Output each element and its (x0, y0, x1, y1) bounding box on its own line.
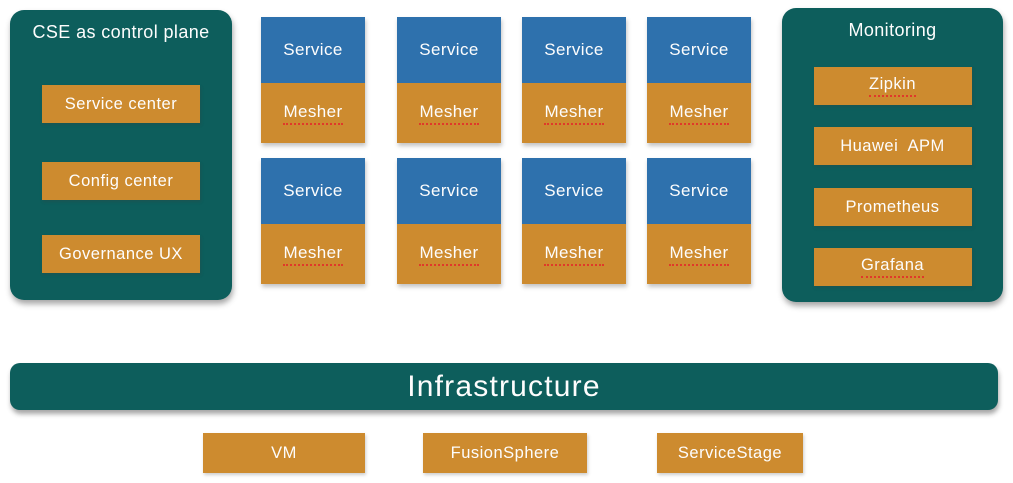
mesher-box: Mesher (261, 224, 365, 284)
service-mesher-stack: Service Mesher (647, 158, 751, 284)
mesher-box: Mesher (522, 224, 626, 284)
control-plane-panel: CSE as control plane Service center Conf… (10, 10, 232, 300)
mesher-label: Mesher (544, 102, 604, 125)
zipkin-box: Zipkin (813, 67, 972, 105)
service-label: Service (283, 181, 343, 200)
mesher-box: Mesher (397, 83, 501, 143)
governance-ux-box: Governance UX (42, 235, 200, 273)
service-box: Service (397, 17, 501, 83)
infrastructure-title: Infrastructure (407, 369, 601, 403)
mesher-label: Mesher (283, 102, 343, 125)
service-center-box: Service center (42, 85, 200, 123)
fusionsphere-label: FusionSphere (450, 443, 560, 462)
service-box: Service (397, 158, 501, 224)
grafana-box: Grafana (813, 248, 972, 286)
service-mesher-stack: Service Mesher (397, 17, 501, 143)
infrastructure-bar: Infrastructure (10, 363, 998, 410)
monitoring-panel: Monitoring Zipkin Huawei APM Prometheus … (782, 8, 1003, 302)
service-label: Service (283, 40, 343, 59)
service-box: Service (261, 17, 365, 83)
mesher-box: Mesher (647, 224, 751, 284)
mesher-box: Mesher (647, 83, 751, 143)
mesher-label: Mesher (419, 102, 479, 125)
service-label: Service (419, 181, 479, 200)
vm-box: VM (203, 433, 365, 473)
mesher-box: Mesher (397, 224, 501, 284)
control-plane-title: CSE as control plane (32, 22, 210, 42)
config-center-label: Config center (68, 171, 174, 190)
mesher-label: Mesher (419, 243, 479, 266)
service-mesher-stack: Service Mesher (522, 158, 626, 284)
service-mesher-stack: Service Mesher (647, 17, 751, 143)
service-label: Service (544, 181, 604, 200)
servicestage-box: ServiceStage (657, 433, 803, 473)
zipkin-label: Zipkin (868, 75, 916, 97)
vm-label: VM (271, 443, 297, 462)
service-mesher-stack: Service Mesher (261, 158, 365, 284)
service-center-label: Service center (64, 94, 178, 113)
service-box: Service (647, 17, 751, 83)
service-mesher-stack: Service Mesher (522, 17, 626, 143)
service-label: Service (669, 181, 729, 200)
service-box: Service (522, 17, 626, 83)
service-mesher-stack: Service Mesher (261, 17, 365, 143)
mesher-label: Mesher (544, 243, 604, 266)
grafana-label: Grafana (860, 256, 925, 278)
fusionsphere-box: FusionSphere (423, 433, 587, 473)
governance-ux-label: Governance UX (59, 244, 183, 263)
config-center-box: Config center (42, 162, 200, 200)
prometheus-box: Prometheus (813, 188, 972, 226)
mesher-box: Mesher (261, 83, 365, 143)
mesher-label: Mesher (669, 243, 729, 266)
huawei-apm-box: Huawei APM (813, 127, 972, 165)
mesher-label: Mesher (283, 243, 343, 266)
service-box: Service (261, 158, 365, 224)
service-box: Service (522, 158, 626, 224)
mesher-box: Mesher (522, 83, 626, 143)
monitoring-title: Monitoring (848, 20, 937, 40)
service-box: Service (647, 158, 751, 224)
service-label: Service (419, 40, 479, 59)
service-label: Service (669, 40, 729, 59)
prometheus-label: Prometheus (845, 197, 940, 216)
huawei-apm-label: Huawei APM (840, 136, 945, 155)
servicestage-label: ServiceStage (677, 443, 783, 462)
service-label: Service (544, 40, 604, 59)
mesher-label: Mesher (669, 102, 729, 125)
service-mesher-stack: Service Mesher (397, 158, 501, 284)
